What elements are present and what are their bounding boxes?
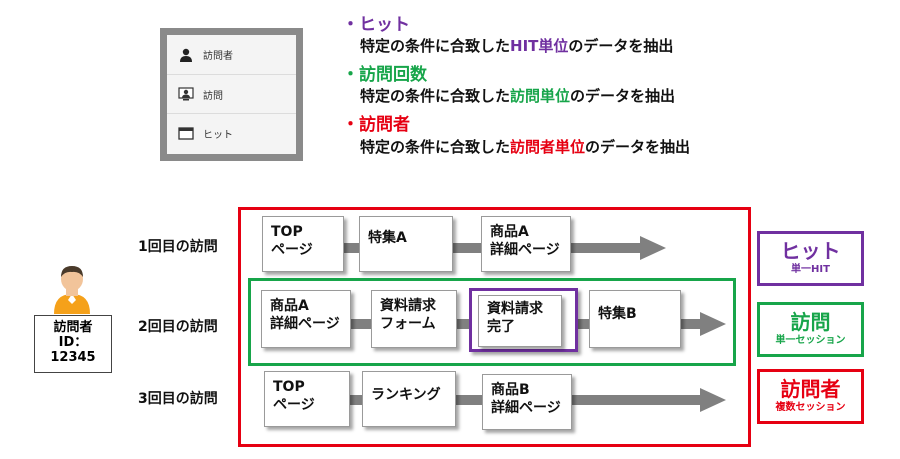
step-line: フォーム [380,316,436,332]
step-line: 資料請求 [487,301,543,317]
flow-arrow-head-2-icon [700,312,726,336]
step-line: 特集A [368,230,407,246]
visit-icon [177,87,195,101]
menu-item-visitor[interactable]: 訪問者 [167,35,296,74]
definition-title-visit: ・訪問回数 [342,65,427,85]
definition-suffix: のデータを抽出 [585,138,691,156]
visitor-id-line2: ID： [58,335,88,350]
visitor-id-line1: 訪問者 [53,320,93,335]
legend-title: ヒット [780,239,841,263]
page-step-box: 商品A 詳細ページ [481,216,571,272]
page-step-box: ランキング [362,371,456,427]
legend-visitor: 訪問者 複数セッション [757,369,864,424]
visit-scope-frame [248,278,736,366]
visit-row-label-3: 3回目の訪問 [138,391,218,407]
step-line: ページ [273,397,315,413]
step-line: ランキング [371,387,441,403]
flow-arrow-shaft-1 [270,243,645,253]
step-line: 詳細ページ [491,400,561,416]
visitor-id-line3: 12345 [50,350,96,365]
definition-prefix: 特定の条件に合致した [360,138,511,156]
visitor-id-box: 訪問者 ID： 12345 [34,315,112,373]
legend-hit: ヒット 単一HIT [757,231,864,286]
definition-highlight: HIT単位 [510,37,569,55]
visitor-avatar-icon [46,262,98,314]
step-line: 商品A [490,224,529,240]
step-line: TOP [273,379,305,395]
step-line: 特集B [598,306,637,322]
definition-title-visitor: ・訪問者 [342,115,410,135]
step-line: 詳細ページ [270,316,340,332]
page-step-box: TOP ページ [264,371,350,427]
window-icon [177,126,195,140]
definition-title-hit: ・ヒット [342,15,410,35]
step-line: 商品A [270,298,309,314]
legend-visit: 訪問 単一セッション [757,302,864,357]
definition-highlight: 訪問単位 [510,87,571,105]
menu-item-hit[interactable]: ヒット [167,113,296,152]
step-line: ページ [271,242,313,258]
definition-prefix: 特定の条件に合致した [360,37,511,55]
page-step-box: 商品A 詳細ページ [261,290,351,348]
page-step-box: TOP ページ [262,216,344,272]
menu-list: 訪問者 訪問 ヒット [167,35,296,154]
segment-type-menu: 訪問者 訪問 ヒット [160,28,303,161]
visit-row-label-1: 1回目の訪問 [138,239,218,255]
flow-arrow-head-1-icon [640,236,666,260]
page-step-box: 資料請求 完了 [478,295,562,347]
definition-suffix: のデータを抽出 [570,87,676,105]
definition-prefix: 特定の条件に合致した [360,87,511,105]
definition-suffix: のデータを抽出 [568,37,674,55]
flow-arrow-head-3-icon [700,388,726,412]
definition-text-visit: 特定の条件に合致した訪問単位のデータを抽出 [360,85,675,106]
page-step-box: 特集B [589,290,681,348]
menu-item-visit[interactable]: 訪問 [167,74,296,113]
visit-row-label-2: 2回目の訪問 [138,319,218,335]
definition-highlight: 訪問者単位 [510,138,586,156]
step-line: 完了 [487,319,515,335]
hit-highlight-frame: 資料請求 完了 [469,288,578,352]
legend-title: 訪問者 [780,377,841,401]
visitor-scope-frame [238,207,751,447]
legend-subtitle: 単一セッション [775,335,846,346]
menu-item-label: ヒット [203,129,233,141]
definition-text-hit: 特定の条件に合致したHIT単位のデータを抽出 [360,35,673,56]
menu-item-label: 訪問 [203,90,223,102]
legend-subtitle: 単一HIT [791,264,830,275]
legend-title: 訪問 [790,310,831,334]
definition-text-visitor: 特定の条件に合致した訪問者単位のデータを抽出 [360,136,690,157]
page-step-box: 特集A [359,216,453,272]
step-line: 商品B [491,382,530,398]
step-line: 資料請求 [380,298,436,314]
step-line: TOP [271,224,303,240]
legend-subtitle: 複数セッション [775,402,846,413]
page-step-box: 商品B 詳細ページ [482,374,572,430]
person-icon [177,48,195,62]
step-line: 詳細ページ [490,242,560,258]
menu-item-label: 訪問者 [203,51,233,62]
page-step-box: 資料請求 フォーム [371,290,457,348]
